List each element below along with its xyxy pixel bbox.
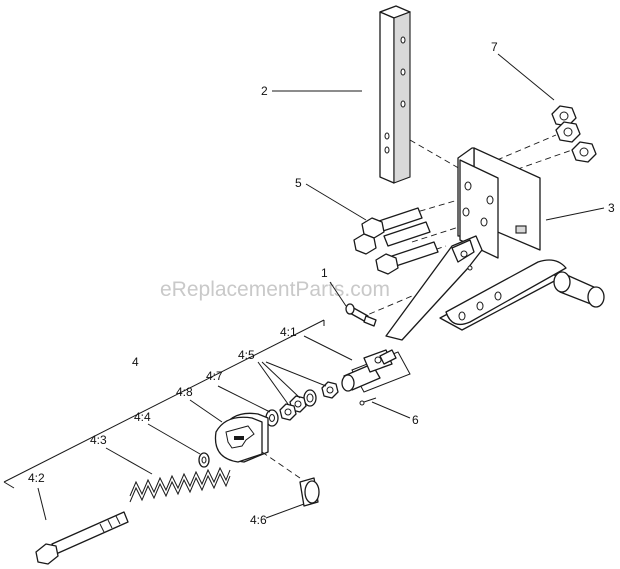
part-4-8-cam-plate [214, 412, 269, 463]
callout-3: 3 [608, 201, 615, 215]
part-1-pin [345, 303, 377, 327]
part-4-2-long-bolt [35, 511, 129, 565]
alignment-line [409, 199, 459, 215]
callout-5: 5 [295, 176, 302, 190]
assembly-4-bracket [3, 319, 325, 489]
callout-4-7: 4:7 [206, 369, 223, 383]
callout-4-4: 4:4 [134, 410, 151, 424]
part-4-6-carriage-bolt [261, 451, 320, 507]
part-4-1-clevis [341, 349, 411, 393]
callout-4-6: 4:6 [250, 513, 267, 527]
part-4-5-nuts-washers [279, 381, 339, 421]
callout-1: 1 [321, 266, 328, 280]
callout-4: 4 [132, 355, 139, 369]
part-7-hex-nuts [551, 105, 597, 163]
callout-4-3: 4:3 [90, 433, 107, 447]
watermark-text: eReplacementParts.com [160, 278, 390, 301]
part-4-3-spring [129, 466, 231, 503]
part-3-mounting-bracket [457, 147, 541, 259]
callout-2: 2 [261, 84, 268, 98]
callout-7: 7 [491, 40, 498, 54]
callout-4-1: 4:1 [280, 325, 297, 339]
alignment-line [411, 225, 463, 243]
callout-4-8: 4:8 [176, 385, 193, 399]
callout-labels: 2 7 3 5 1 4:1 4 4:5 4:7 4:8 4:4 4:3 4:2 … [28, 40, 615, 527]
callout-6: 6 [412, 413, 419, 427]
alignment-line [496, 134, 557, 161]
callout-4-2: 4:2 [28, 471, 45, 485]
part-6-cotter-pin [359, 397, 377, 406]
part-2-square-tube [379, 5, 411, 184]
pivot-arm-with-axle [439, 259, 605, 331]
part-5-hex-bolts [353, 207, 439, 275]
callout-4-5: 4:5 [238, 348, 255, 362]
lever-link [385, 235, 483, 341]
leader-lines [37, 53, 605, 521]
part-4-4-washer [198, 452, 210, 468]
alignment-line [409, 139, 463, 171]
